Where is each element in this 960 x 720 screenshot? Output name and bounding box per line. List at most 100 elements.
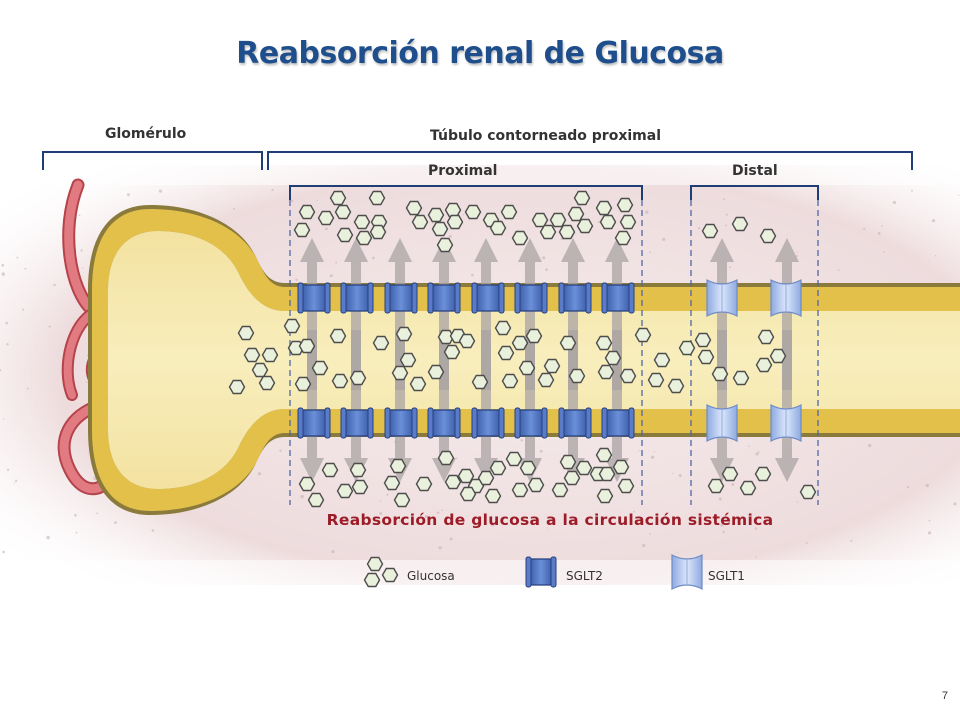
glucose-molecule <box>647 372 665 388</box>
glucose-molecule <box>678 340 696 356</box>
glucose-molecule <box>477 470 495 486</box>
reabsorption-arrow <box>518 238 542 390</box>
glucose-molecule <box>443 344 461 360</box>
glucose-molecule <box>707 478 725 494</box>
glucose-molecule <box>754 466 772 482</box>
glucose-molecule <box>336 227 354 243</box>
glucose-molecule <box>283 318 301 334</box>
glucose-molecule <box>694 332 712 348</box>
legend-glucose-icon <box>363 556 399 588</box>
reabsorption-arrow <box>605 238 629 390</box>
sglt2-transporter <box>601 282 635 314</box>
glucose-molecule <box>543 358 561 374</box>
distal-label: Distal <box>732 163 778 179</box>
glucose-molecule <box>458 333 476 349</box>
legend-sglt1-label: SGLT1 <box>708 569 745 583</box>
glucose-molecule <box>395 326 413 342</box>
glucose-molecule <box>317 210 335 226</box>
tubulo-label: Túbulo contorneado proximal <box>430 128 661 144</box>
sglt2-transporter <box>384 282 418 314</box>
glucose-molecule <box>599 214 617 230</box>
legend-sglt2-icon <box>525 556 557 588</box>
glomerulo-label: Glomérulo <box>105 126 187 142</box>
transporters <box>297 279 802 442</box>
glucose-molecule <box>596 488 614 504</box>
legend-sglt2-label: SGLT2 <box>566 569 603 583</box>
transport-arrows <box>300 238 799 482</box>
glucose-molecule <box>471 374 489 390</box>
glucose-molecule <box>444 202 462 218</box>
glucose-molecule <box>563 470 581 486</box>
glucose-molecule <box>415 476 433 492</box>
reabsorption-arrow <box>432 330 456 482</box>
glucose-molecule <box>653 352 671 368</box>
glucose-molecule <box>769 348 787 364</box>
glucose-molecule <box>444 474 462 490</box>
glucose-molecule <box>298 204 316 220</box>
glucose-molecule <box>617 478 635 494</box>
legend-sglt1-icon <box>671 554 703 590</box>
glucose-molecule <box>739 480 757 496</box>
glucose-molecule <box>559 335 577 351</box>
tubulo-bracket <box>267 151 913 170</box>
proximal-bracket <box>289 185 643 200</box>
glucose-molecule <box>427 207 445 223</box>
glucose-molecule <box>336 483 354 499</box>
glucose-molecule <box>759 228 777 244</box>
glucose-molecule <box>489 460 507 476</box>
proximal-label: Proximal <box>428 163 498 179</box>
glucose-molecule <box>431 221 449 237</box>
reabsorption-caption: Reabsorción de glucosa a la circulación … <box>326 511 774 529</box>
glucose-molecule <box>391 365 409 381</box>
glucose-molecule <box>298 476 316 492</box>
glucose-molecule <box>307 492 325 508</box>
sglt2-transporter <box>514 282 548 314</box>
glucose-molecule <box>634 327 652 343</box>
glucose-molecule <box>559 454 577 470</box>
glomerulo-bracket <box>42 151 263 170</box>
glucose-molecule <box>595 447 613 463</box>
glucose-molecule <box>616 197 634 213</box>
glucose-molecule <box>551 482 569 498</box>
glucose-molecule <box>464 204 482 220</box>
glucose-molecule <box>595 200 613 216</box>
region-brackets <box>42 151 913 200</box>
reabsorption-arrow <box>388 330 412 482</box>
glucose-molecule <box>799 484 817 500</box>
reabsorption-arrow <box>710 238 734 390</box>
reabsorption-arrow <box>474 238 498 390</box>
sglt2-transporter <box>601 407 635 439</box>
glucose-molecule <box>409 376 427 392</box>
glucose-molecules <box>228 190 817 508</box>
reabsorption-arrow <box>300 330 324 482</box>
glucose-molecule <box>381 567 399 583</box>
glucose-molecule <box>329 190 347 206</box>
glucose-molecule <box>334 204 352 220</box>
sglt2-transporter <box>525 556 557 588</box>
sglt1-transporter <box>671 554 703 590</box>
glucose-molecule <box>511 335 529 351</box>
sglt1-transporter <box>770 404 802 442</box>
sglt2-transporter <box>297 282 331 314</box>
reabsorption-arrow <box>300 238 324 390</box>
glucose-molecule <box>251 362 269 378</box>
legend-glucosa-label: Glucosa <box>407 569 455 583</box>
glucose-molecule <box>595 335 613 351</box>
glucose-molecule <box>701 223 719 239</box>
glucose-molecule <box>697 349 715 365</box>
glucose-molecule <box>612 459 630 475</box>
glucose-molecule <box>243 347 261 363</box>
glucose-molecule <box>527 477 545 493</box>
sglt2-transporter <box>558 407 592 439</box>
glucose-molecule <box>614 230 632 246</box>
sglt2-transporter <box>340 282 374 314</box>
glucose-molecule <box>511 482 529 498</box>
glucose-molecule <box>604 350 622 366</box>
sglt2-transporter <box>384 407 418 439</box>
reabsorption-arrow <box>561 330 585 482</box>
glucose-molecule <box>711 366 729 382</box>
glucose-molecule <box>567 206 585 222</box>
glucose-molecule <box>755 357 773 373</box>
sglt2-transporter <box>471 282 505 314</box>
glucose-molecule <box>721 466 739 482</box>
